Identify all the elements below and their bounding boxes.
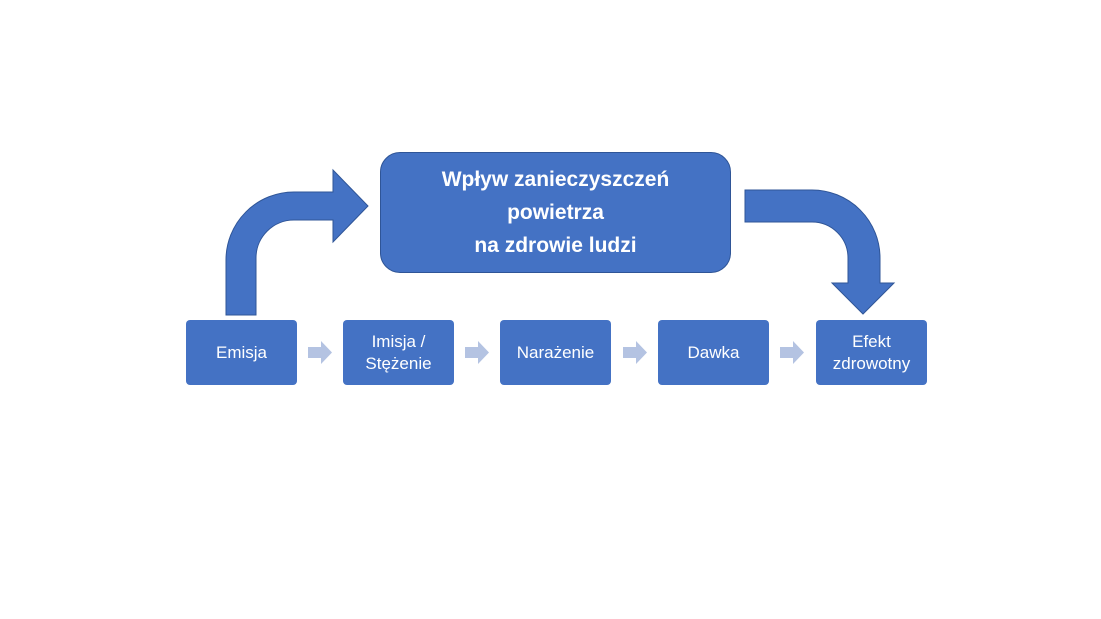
step-label: Imisja / — [371, 331, 426, 351]
step-label: Dawka — [687, 342, 740, 362]
curved-up-right-arrow — [225, 168, 369, 316]
title-line-3: na zdrowie ludzi — [474, 234, 637, 257]
step-imisja-stezenie: Imisja / Stężenie — [343, 320, 454, 385]
curved-right-down-arrow — [744, 189, 896, 315]
title-line-2: powietrza — [507, 201, 604, 224]
chevron-right-arrow-icon — [623, 341, 647, 364]
step-emisja: Emisja — [186, 320, 297, 385]
step-dawka: Dawka — [658, 320, 769, 385]
step-narazenie: Narażenie — [500, 320, 611, 385]
step-label: Stężenie — [365, 353, 432, 373]
chevron-right-arrow-icon — [780, 341, 804, 364]
step-label: zdrowotny — [832, 353, 911, 373]
title-line-1: Wpływ zanieczyszczeń — [441, 168, 670, 191]
step-efekt-zdrowotny: Efekt zdrowotny — [816, 320, 927, 385]
chevron-right-arrow-icon — [465, 341, 489, 364]
step-label: Efekt — [852, 331, 891, 351]
chevron-right-arrow-icon — [308, 341, 332, 364]
step-label: Narażenie — [516, 342, 595, 362]
title-box: Wpływ zanieczyszczeń powietrza na zdrowi… — [380, 152, 731, 273]
step-label: Emisja — [215, 342, 267, 362]
